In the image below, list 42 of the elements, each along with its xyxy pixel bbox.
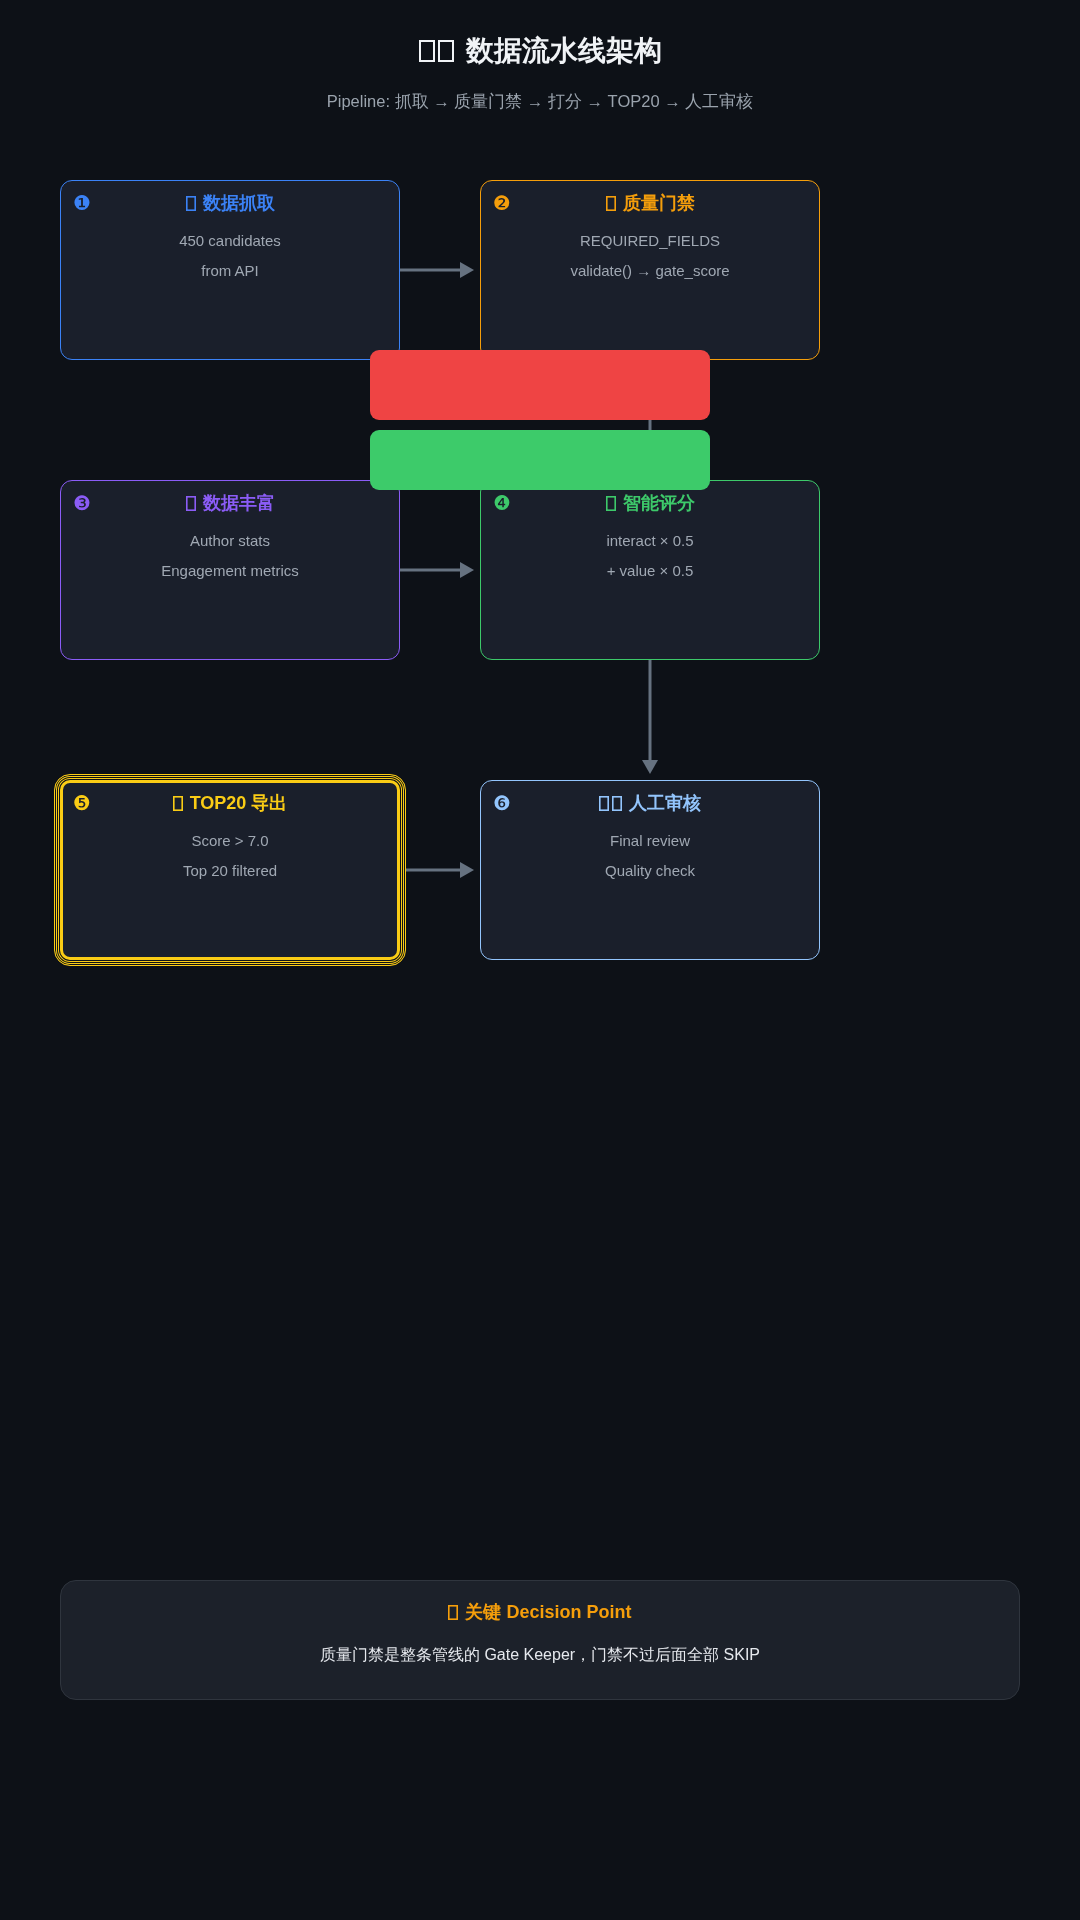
box-heading: 人工审核	[629, 792, 701, 815]
box-text: REQUIRED_FIELDS	[579, 232, 720, 249]
box-text: Final review	[610, 832, 690, 849]
box-heading: 数据丰富	[202, 492, 275, 515]
box-text: from API	[201, 262, 259, 279]
bar	[370, 430, 710, 490]
box-heading: TOP20 导出	[189, 792, 288, 815]
note-text: 质量门禁是整条管线的 Gate Keeper，门禁不过后面全部 SKIP	[319, 1646, 761, 1663]
step-number: ❻	[493, 791, 511, 815]
box-text: Top 20 filtered	[182, 862, 278, 879]
arrow	[642, 660, 658, 774]
arrow	[406, 862, 474, 878]
box-text: validate() → gate_score	[570, 262, 730, 279]
note-heading: 关键 Decision Point	[465, 1601, 632, 1624]
box-text: Quality check	[604, 862, 695, 879]
box-heading: 质量门禁	[622, 192, 695, 215]
connector-line	[648, 420, 652, 430]
note-box	[60, 1580, 1020, 1700]
step-number: ❹	[493, 491, 511, 515]
box-heading: 数据抓取	[202, 192, 275, 215]
arrow	[400, 262, 474, 278]
box-heading: 智能评分	[622, 492, 695, 515]
box-text: Score > 7.0	[191, 832, 269, 849]
process-box	[60, 180, 400, 360]
arrow	[400, 562, 474, 578]
process-box	[480, 180, 820, 360]
process-box	[54, 774, 406, 966]
step-number: ❺	[73, 791, 91, 815]
box-text: Engagement metrics	[161, 562, 299, 579]
process-box	[60, 480, 400, 660]
box-text: Author stats	[189, 532, 270, 549]
process-box	[480, 480, 820, 660]
box-text: 450 candidates	[179, 232, 281, 249]
step-number: ❷	[493, 191, 511, 215]
bar	[370, 350, 710, 420]
box-text: interact × 0.5	[606, 532, 694, 549]
subtitle: Pipeline: 抓取 → 质量门禁 → 打分 → TOP20 → 人工审核	[326, 92, 754, 110]
step-number: ❶	[73, 191, 91, 215]
step-number: ❸	[73, 491, 91, 515]
title: 数据流水线架构	[465, 34, 662, 68]
box-text: + value × 0.5	[606, 562, 694, 579]
process-box	[480, 780, 820, 960]
